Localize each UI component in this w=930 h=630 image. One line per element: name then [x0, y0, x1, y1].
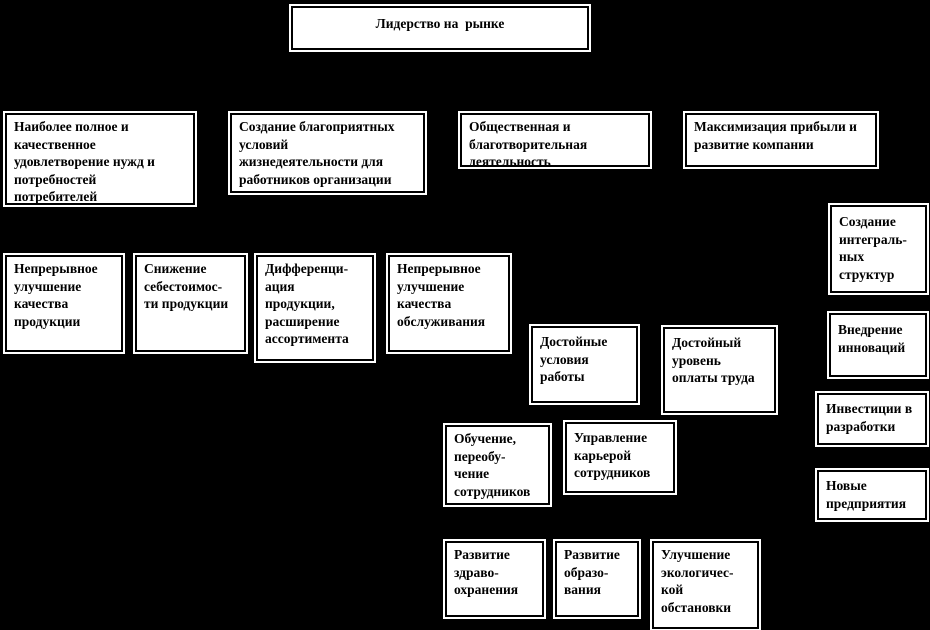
node-cost-reduction: Снижение себестоимос- ти продукции: [133, 253, 248, 354]
node-education: Развитие образо- вания: [553, 539, 641, 619]
node-favorable-conditions: Создание благоприятных условий жизнедеят…: [228, 111, 427, 195]
node-work-conditions: Достойные условия работы: [529, 324, 640, 405]
node-career-management: Управление карьерой сотрудников: [563, 420, 677, 495]
node-new-enterprises: Новые предприятия: [815, 468, 929, 522]
node-training: Обучение, переобу- чение сотрудников: [443, 423, 552, 507]
node-profit-maximization: Максимизация прибыли и развитие компании: [683, 111, 879, 169]
node-ecology: Улучшение экологичес- кой обстановки: [650, 539, 761, 630]
node-healthcare: Развитие здраво- охранения: [443, 539, 546, 619]
node-consumer-satisfaction: Наиболее полное и качественное удовлетво…: [3, 111, 197, 207]
node-public-charity: Общественная и благотворительная деятель…: [458, 111, 652, 169]
node-salary-level: Достойный уровень оплаты труда: [661, 325, 778, 415]
node-rd-investments: Инвестиции в разработки: [815, 391, 929, 447]
node-integral-structures: Создание интеграль- ных структур: [828, 203, 929, 295]
node-product-quality: Непрерывное улучшение качества продукции: [3, 253, 125, 354]
node-differentiation: Дифференци- ация продукции, расширение а…: [254, 253, 376, 363]
node-service-quality: Непрерывное улучшение качества обслужива…: [386, 253, 512, 354]
node-market-leadership: Лидерство на рынке: [289, 4, 591, 52]
node-innovations: Внедрение инноваций: [827, 311, 929, 379]
